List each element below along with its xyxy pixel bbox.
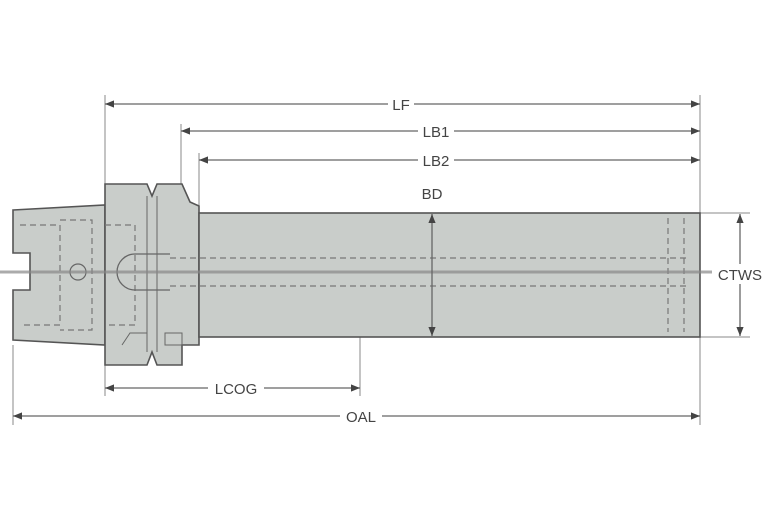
dimension-label: CTWS xyxy=(718,267,762,284)
dimension-lb2: LB2 xyxy=(199,151,700,170)
dimension-lf: LF xyxy=(105,95,700,114)
dimension-oal: OAL xyxy=(13,407,700,426)
dimension-label: LF xyxy=(392,97,410,114)
dimension-ctws: CTWS xyxy=(712,214,767,336)
dimension-bd: BD xyxy=(422,186,443,336)
dimension-label: BD xyxy=(422,186,443,203)
dimension-lb1: LB1 xyxy=(181,122,700,141)
dimension-label: OAL xyxy=(346,409,376,426)
dimension-label: LB2 xyxy=(423,153,450,170)
dimension-label: LB1 xyxy=(423,124,450,141)
dimension-lcog: LCOG xyxy=(105,379,360,398)
dimension-label: LCOG xyxy=(215,381,258,398)
tool-holder-body xyxy=(0,183,712,366)
